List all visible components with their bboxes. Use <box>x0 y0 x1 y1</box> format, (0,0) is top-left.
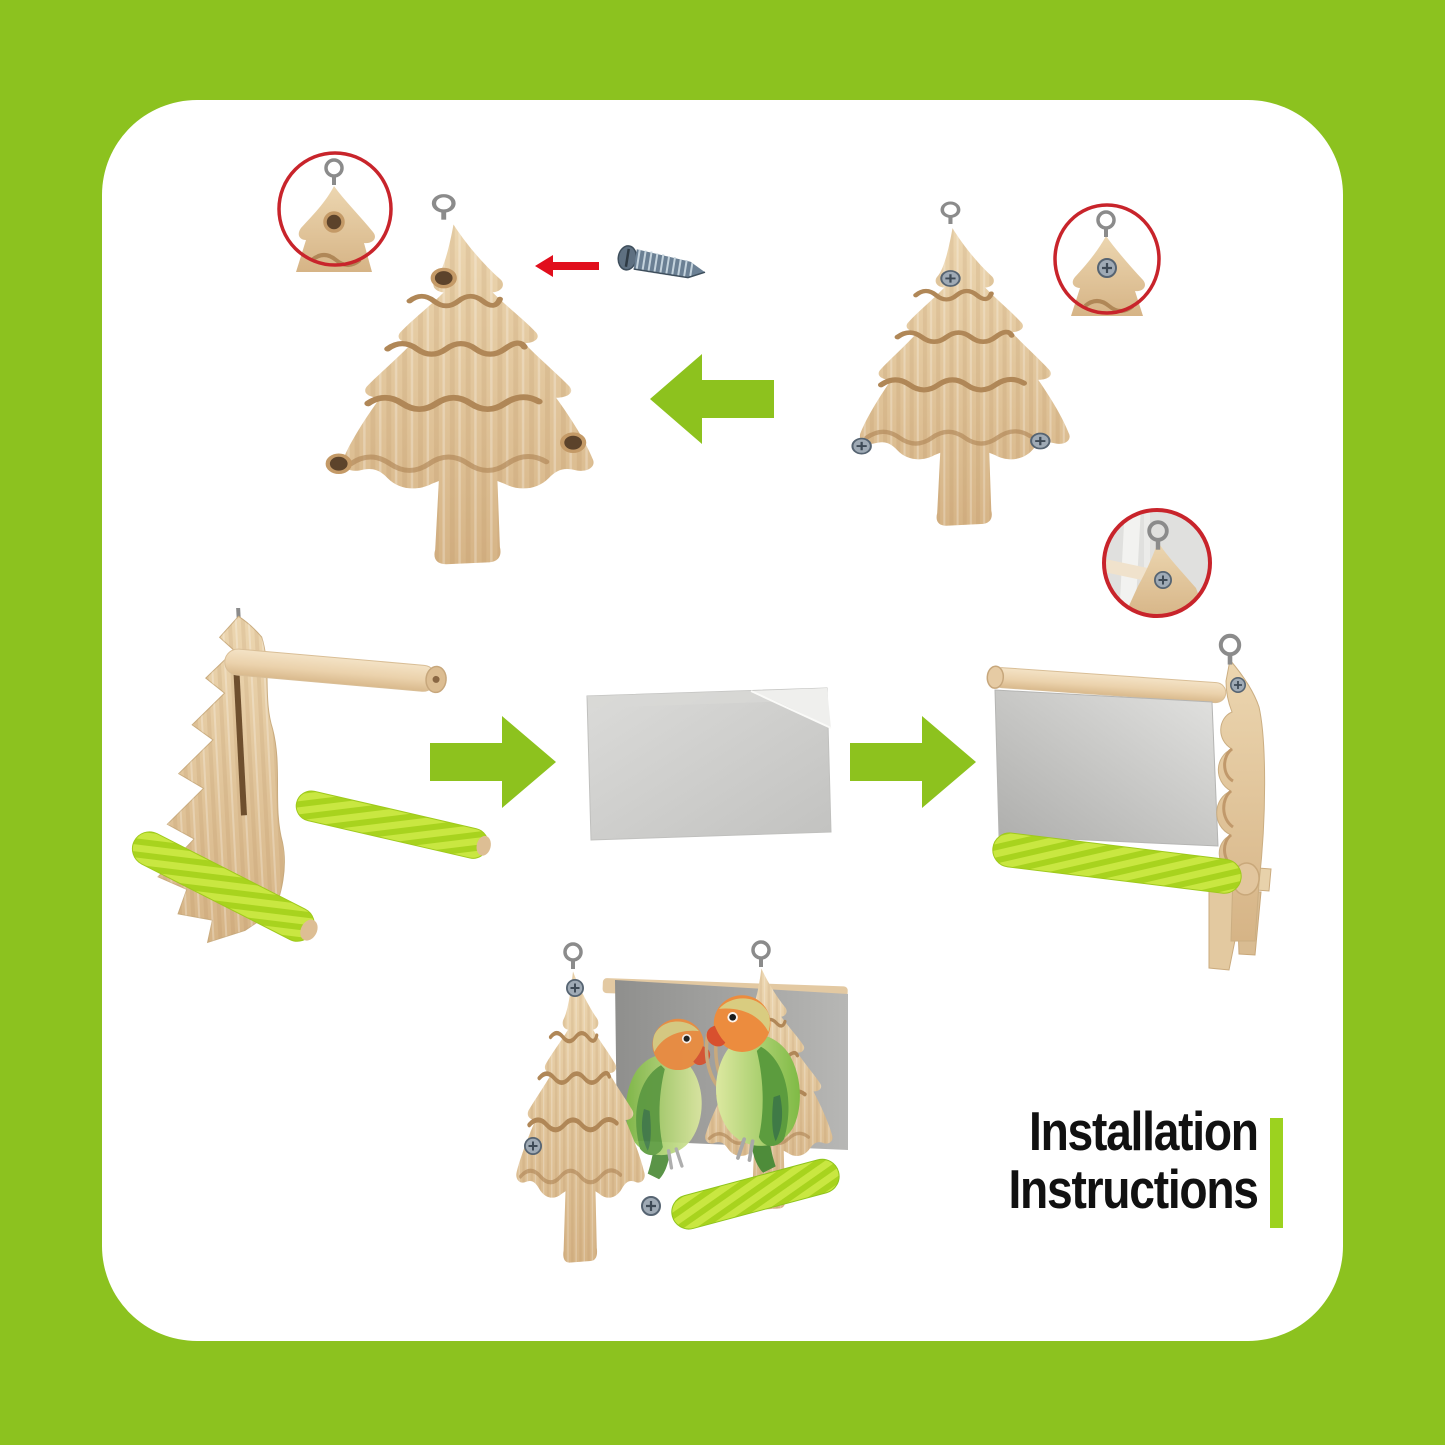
red-pointer-arrow-left <box>535 255 599 277</box>
swing-rope-perch <box>671 1158 840 1230</box>
self-tapping-screw <box>617 245 706 279</box>
green-arrow-left-icon <box>650 354 774 444</box>
eye-hook-icon <box>434 196 454 220</box>
title-line-2: Instructions <box>1008 1158 1260 1220</box>
film-crease <box>750 690 832 729</box>
eye-hook-icon <box>940 201 961 226</box>
green-step-arrow-left <box>650 354 774 444</box>
red-arrow-icon <box>535 255 599 277</box>
rope-perch-upper <box>295 790 491 859</box>
left-wing-hole-icon <box>328 455 350 472</box>
screw-icon <box>1096 257 1118 279</box>
red-highlight-ring <box>1102 508 1212 618</box>
green-step-arrow-right-1 <box>430 716 556 808</box>
page-title: Installation Instructions <box>1008 1100 1260 1220</box>
wooden-dowel <box>986 665 1227 704</box>
left-wing-screw-icon <box>851 437 872 455</box>
mirror-mounted-on-tree-stand <box>986 623 1272 971</box>
acrylic-mirror-sheet <box>586 687 832 841</box>
tree-silhouette <box>860 228 1070 526</box>
lower-screw-icon <box>640 1195 662 1217</box>
wooden-tree-panel-with-hanging-hole <box>307 190 600 592</box>
eye-hook-icon <box>751 940 771 969</box>
wing-screw-icon <box>523 1136 543 1156</box>
hanging-hook-detail-circle <box>1102 508 1212 618</box>
eye-hook-icon <box>1221 636 1239 665</box>
tree-side-panel-with-perches <box>131 608 491 944</box>
eye-hook-icon <box>563 942 583 971</box>
green-arrow-right-icon <box>850 716 976 808</box>
rope-perch <box>992 832 1260 896</box>
wood-groove <box>310 253 362 267</box>
screw-icon <box>1153 570 1173 590</box>
wooden-tree-panel-with-screw-installed <box>851 201 1075 550</box>
apex-screw-icon <box>940 269 961 288</box>
title-accent-bar <box>1270 1118 1283 1228</box>
screw-body <box>617 245 706 279</box>
red-highlight-ring <box>277 151 393 267</box>
assembled-bird-swing-with-lovebirds <box>503 940 848 1298</box>
green-step-arrow-right-2 <box>850 716 976 808</box>
right-wing-hole-icon <box>562 434 584 451</box>
apex-screw-icon <box>565 978 585 998</box>
tree-top-screw-detail-circle <box>1053 203 1161 316</box>
tree-top-hole-detail-circle <box>277 151 393 272</box>
wooden-dowel-perch <box>224 648 447 694</box>
right-wing-screw-icon <box>1029 432 1051 450</box>
rope-perch-lower <box>131 831 318 942</box>
red-highlight-ring <box>1053 203 1161 315</box>
title-line-1: Installation <box>1029 1100 1259 1162</box>
green-arrow-right-icon <box>430 716 556 808</box>
dowel-slot <box>232 660 247 816</box>
screw-icon <box>1229 676 1247 694</box>
detail-contents <box>1104 510 1210 616</box>
apex-hanging-hole-icon <box>433 269 455 286</box>
mounted-mirror <box>994 689 1219 847</box>
